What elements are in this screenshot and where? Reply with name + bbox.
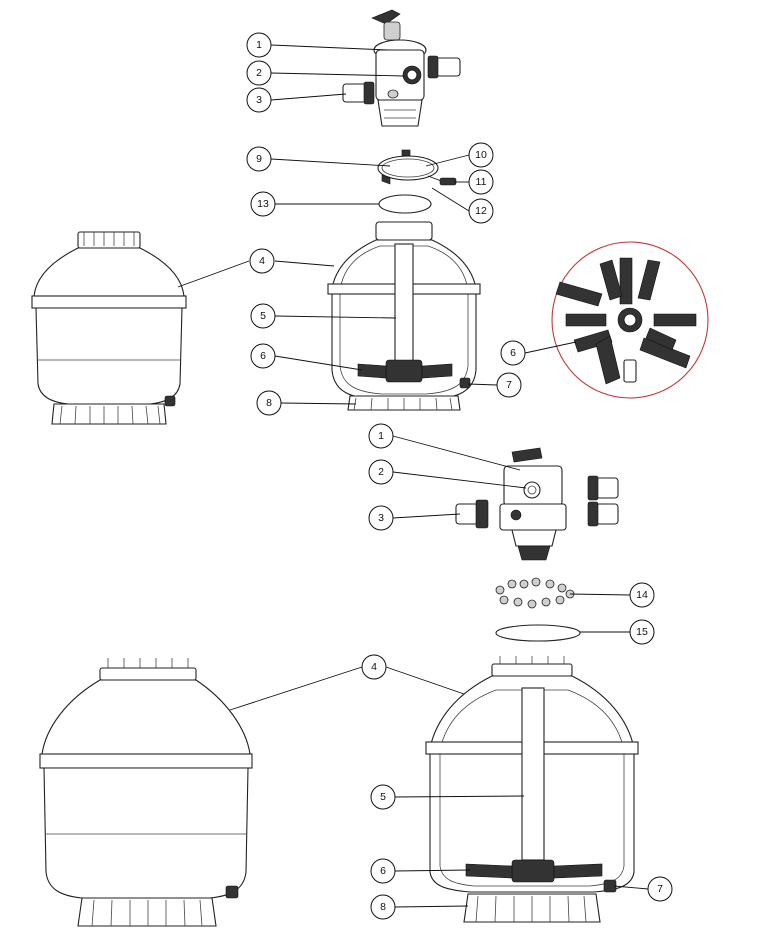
callout-6-bottom: 6 bbox=[370, 858, 396, 884]
svg-text:13: 13 bbox=[257, 198, 269, 210]
svg-text:1: 1 bbox=[256, 39, 262, 51]
callout-15: 15 bbox=[629, 619, 655, 645]
callout-3: 3 bbox=[246, 87, 272, 113]
multiport-valve-top bbox=[342, 9, 461, 127]
callout-7-bottom: 7 bbox=[647, 876, 673, 902]
svg-text:3: 3 bbox=[378, 512, 384, 524]
callout-7: 7 bbox=[496, 372, 522, 398]
svg-text:2: 2 bbox=[256, 67, 262, 79]
callout-9: 9 bbox=[246, 146, 272, 172]
callout-10: 10 bbox=[468, 142, 494, 168]
svg-text:9: 9 bbox=[256, 153, 262, 165]
callout-11: 11 bbox=[468, 169, 494, 195]
svg-text:7: 7 bbox=[657, 883, 663, 895]
svg-text:6: 6 bbox=[510, 347, 516, 359]
callout-8: 8 bbox=[256, 390, 282, 416]
filter-tank-cutaway-bottom bbox=[425, 656, 639, 923]
svg-text:4: 4 bbox=[371, 661, 377, 673]
flange-gasket bbox=[495, 624, 581, 642]
leader-lines bbox=[177, 44, 649, 908]
nut-set bbox=[495, 577, 575, 609]
svg-text:8: 8 bbox=[266, 397, 272, 409]
svg-text:3: 3 bbox=[256, 94, 262, 106]
multiport-valve-middle bbox=[455, 447, 619, 561]
svg-text:5: 5 bbox=[260, 310, 266, 322]
callout-13: 13 bbox=[250, 191, 276, 217]
svg-text:11: 11 bbox=[476, 176, 487, 188]
callout-6-detail: 6 bbox=[500, 340, 526, 366]
svg-text:15: 15 bbox=[636, 626, 648, 638]
callout-4: 4 bbox=[249, 248, 275, 274]
clamp-ring bbox=[377, 149, 457, 186]
callout-2-middle: 2 bbox=[368, 459, 394, 485]
callout-14: 14 bbox=[629, 582, 655, 608]
callout-12: 12 bbox=[468, 198, 494, 224]
callout-5-bottom: 5 bbox=[370, 784, 396, 810]
svg-text:2: 2 bbox=[378, 466, 384, 478]
filter-tank-cutaway-top bbox=[327, 221, 481, 411]
svg-text:6: 6 bbox=[260, 350, 266, 362]
svg-text:14: 14 bbox=[636, 589, 648, 601]
filter-tank-closed-bottom bbox=[39, 658, 253, 927]
callout-8-bottom: 8 bbox=[370, 894, 396, 920]
svg-text:1: 1 bbox=[378, 430, 384, 442]
svg-text:12: 12 bbox=[475, 205, 487, 217]
callout-1: 1 bbox=[246, 32, 272, 58]
svg-text:10: 10 bbox=[475, 149, 487, 161]
callout-3-middle: 3 bbox=[368, 505, 394, 531]
svg-text:8: 8 bbox=[380, 901, 386, 913]
o-ring bbox=[378, 194, 432, 214]
svg-text:7: 7 bbox=[506, 379, 512, 391]
laterals-detail-zoom bbox=[551, 241, 709, 399]
callout-5: 5 bbox=[250, 303, 276, 329]
filter-tank-closed-top bbox=[31, 231, 187, 425]
svg-text:5: 5 bbox=[380, 791, 386, 803]
callout-2: 2 bbox=[246, 60, 272, 86]
callout-4-bottom: 4 bbox=[361, 654, 387, 680]
callout-1-middle: 1 bbox=[368, 423, 394, 449]
svg-text:6: 6 bbox=[380, 865, 386, 877]
callout-6: 6 bbox=[250, 343, 276, 369]
svg-text:4: 4 bbox=[259, 255, 265, 267]
